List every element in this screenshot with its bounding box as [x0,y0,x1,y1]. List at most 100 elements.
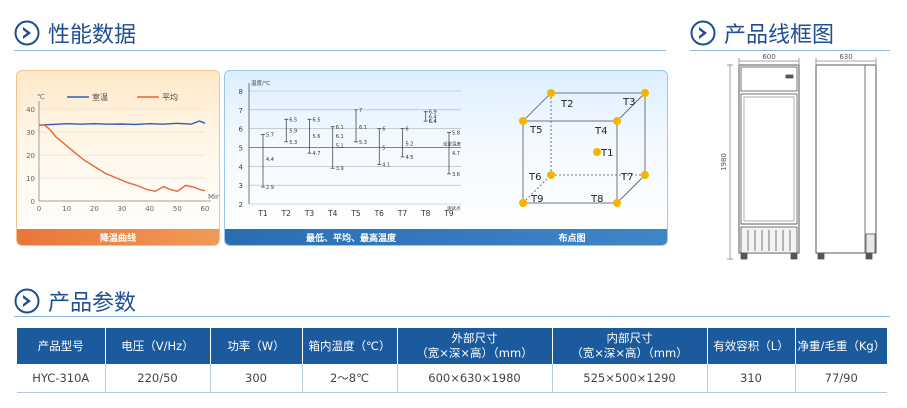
section-title-text: 产品参数 [48,291,137,316]
min-value-label: 5.3 [289,140,297,146]
point-layout-caption: 布点图 [558,233,586,244]
y-tick-label: 3 [239,182,243,190]
test-point-label: T2 [560,99,573,110]
avg-value-label: 6.4 [429,119,437,125]
table-header-cell: 功率（W） [210,328,303,364]
x-tick-label: T2 [281,209,292,218]
test-point-marker [547,171,555,179]
x-tick-label: T6 [374,209,385,218]
y-tick-label: 40 [26,106,35,114]
test-point-label: T6 [528,172,541,183]
legend-label: 室温 [92,92,108,102]
panel-caption-bar: 最低、平均、最高温度 布点图 [225,229,667,245]
min-value-label: 4.7 [313,151,321,157]
x-tick-label: 50 [173,205,182,213]
avg-value-label: 6.1 [359,125,367,131]
section-title-params: 产品参数 [14,285,136,317]
set-temperature-label: 设定温度 [443,141,461,148]
test-point-label: T1 [600,148,613,159]
divider [14,50,666,51]
max-value-label: 7 [359,108,362,114]
legend-label: 平均 [162,92,178,102]
x-tick-label: 0 [37,205,41,213]
x-axis-label: Min [208,193,219,201]
test-point-marker [613,117,621,125]
side-view-drawing [815,58,877,260]
width-dimension-label: 600 [762,53,775,61]
max-value-label: 6.5 [289,117,297,123]
height-dimension-label: 1980 [720,153,728,171]
chevron-right-icon [690,20,716,46]
test-point-label: T8 [590,194,603,205]
min-value-label: 4.1 [382,162,390,168]
avg-value-label: 5.6 [313,134,321,140]
table-cell: 310 [707,364,796,393]
test-point-marker [641,89,649,97]
min-value-label: 2.9 [266,185,274,191]
min-value-label: 3.9 [336,166,344,172]
table-cell: 2～8℃ [302,364,398,393]
test-point-marker [519,199,527,207]
product-params-table: 产品型号电压（V/Hz）功率（W）箱内温度（℃）外部尺寸（宽×深×高）（mm）内… [17,328,887,393]
test-point-marker [613,199,621,207]
test-point-marker [641,171,649,179]
table-cell: 77/90 [795,364,887,393]
test-point-label: T4 [594,126,607,137]
table-header-cell: 箱内温度（℃） [302,328,398,364]
extra-value-label: 6.4 [429,114,437,120]
x-tick-label: T3 [304,209,315,218]
test-point-label: T9 [530,194,543,205]
chevron-right-icon [14,288,40,314]
y-tick-label: 6 [239,126,244,134]
cube-outline [522,92,646,204]
test-point-label: T5 [529,125,542,136]
test-point-label: T7 [620,172,633,183]
table-cell: 300 [210,364,303,393]
section-title-text: 性能数据 [48,23,137,48]
y-tick-label: 20 [26,152,35,160]
y-tick-label: 2 [239,201,243,209]
table-header-row: 产品型号电压（V/Hz）功率（W）箱内温度（℃）外部尺寸（宽×深×高）（mm）内… [17,328,887,364]
x-tick-label: T9 [443,209,454,218]
avg-value-label: 5.9 [289,129,297,135]
x-tick-label: 20 [90,205,99,213]
test-point-marker [519,117,527,125]
x-tick-label: 30 [118,205,127,213]
y-axis-label: ℃ [37,93,45,101]
section-title-text: 产品线框图 [724,23,835,48]
table-header-cell: 外部尺寸（宽×深×高）（mm） [397,328,553,364]
y-tick-label: 5 [239,145,243,153]
test-point-marker [593,148,601,156]
table-header-cell: 产品型号 [17,328,106,364]
front-view-drawing [727,58,800,260]
min-value-label: 4.5 [406,155,414,161]
table-header-cell: 内部尺寸（宽×深×高）（mm） [552,328,708,364]
section-title-performance: 性能数据 [14,17,136,49]
x-tick-label: 60 [201,205,210,213]
x-tick-label: 10 [62,205,71,213]
x-axis-label: 测试点 [447,205,461,212]
y-tick-label: 8 [239,88,243,96]
product-wireframe: 600 1980 630 [720,53,877,260]
max-value-label: 6 [406,127,409,133]
max-value-label: 6.1 [336,125,344,131]
max-value-label: 6.9 [429,110,437,116]
avg-value-label: 5.1 [336,144,344,150]
depth-dimension-label: 630 [839,53,852,61]
y-tick-label: 4 [239,163,244,171]
cooling-curve-caption: 降温曲线 [17,229,219,245]
min-value-label: 3.6 [452,172,460,178]
max-value-label: 6 [382,127,385,133]
temperature-range-caption: 最低、平均、最高温度 [305,233,396,244]
avg-value-label: 5 [382,146,385,152]
chevron-right-icon [14,20,40,46]
test-point-marker [547,89,555,97]
x-tick-label: T5 [350,209,361,218]
x-tick-label: T1 [257,209,268,218]
divider [14,316,890,317]
